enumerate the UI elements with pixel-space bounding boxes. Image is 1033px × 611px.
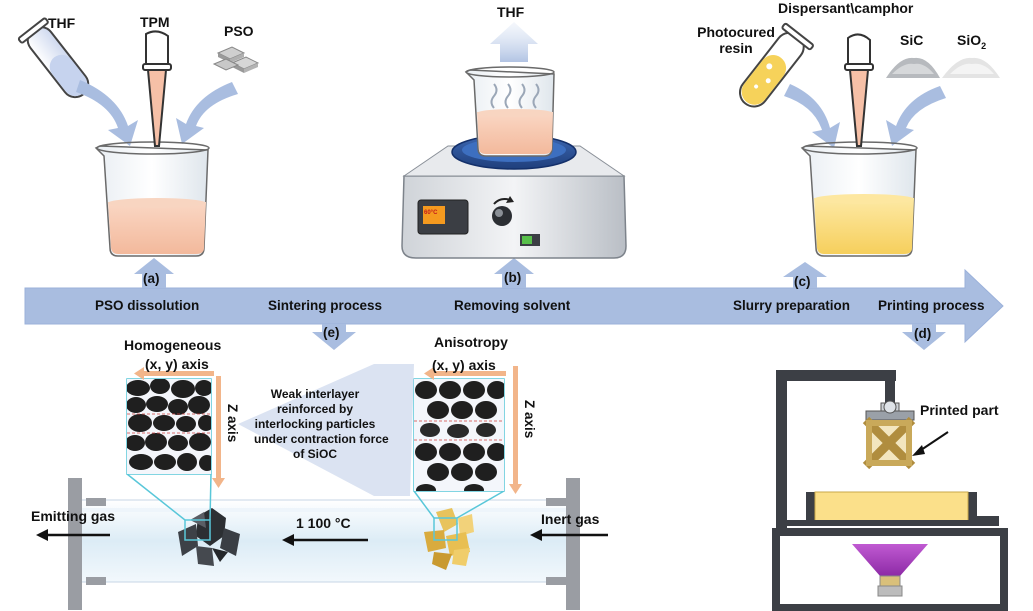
heater-display-text: 60°C [424, 210, 438, 216]
callout-shape [238, 364, 414, 496]
step-b-arrow [494, 258, 534, 288]
steam-lines [490, 83, 540, 109]
tpm-pipette [142, 30, 172, 147]
hot-plate-body [401, 175, 627, 259]
printed-part [862, 416, 916, 470]
printer-base [772, 528, 1008, 611]
callout-line-2: reinforced by [276, 402, 354, 416]
callout-line-4: under contraction force [254, 432, 389, 446]
resin-test-tube [738, 22, 814, 108]
dispersant-pipette [844, 33, 874, 147]
step-a-arrow [134, 258, 174, 288]
xy-axis-right-arrow [424, 367, 506, 380]
dispersant-label: Dispersant\camphor [778, 0, 914, 16]
sio2-subscript: 2 [981, 40, 987, 51]
uv-projector [852, 544, 928, 576]
step-c-arrow [783, 262, 827, 288]
tpm-label: TPM [140, 14, 170, 30]
flange-right [566, 478, 580, 610]
step-e-arrow [312, 324, 356, 350]
sic-label: SiC [900, 32, 924, 48]
callout-line-3: interlocking particles [254, 417, 376, 431]
xy-axis-left-arrow [134, 367, 214, 380]
thf-vapor-arrow [490, 22, 538, 62]
powder-flow-arrow [886, 86, 946, 146]
printer-column [776, 370, 787, 530]
homogeneous-label: Homogeneous [124, 337, 222, 353]
pso-flakes [212, 46, 260, 73]
resin-vat-left-wall [806, 492, 815, 522]
removing-solvent-label: Removing solvent [454, 298, 571, 313]
z-axis-left-arrow [212, 376, 225, 488]
sio2-text: SiO [957, 32, 982, 48]
printer-group [772, 370, 1008, 611]
anisotropy-label: Anisotropy [434, 334, 508, 350]
z-axis-right-label: Z axis [522, 400, 537, 439]
heater-knob [492, 206, 512, 226]
step-d-arrow [902, 324, 946, 350]
printer-arm [776, 370, 896, 381]
photocured-line1: Photocured [697, 24, 775, 40]
slurry-preparation-group [738, 22, 1000, 257]
beaker-a-liquid [108, 202, 206, 254]
thf-label: THF [48, 15, 76, 31]
temperature-label: 1 100 °C [296, 515, 351, 531]
emitting-gas-arrow [36, 529, 110, 541]
emitting-gas-label: Emitting gas [31, 508, 116, 524]
step-e-label: (e) [323, 325, 340, 340]
inert-gas-label: Inert gas [541, 511, 600, 527]
z-axis-left-label: Z axis [225, 404, 240, 443]
removing-solvent-group [401, 22, 627, 259]
step-b-label: (b) [504, 270, 522, 285]
step-c-label: (c) [794, 274, 811, 289]
z-axis-right-arrow [509, 366, 522, 494]
sio2-label: SiO2 [957, 32, 986, 51]
callout-line-5: of SiOC [293, 447, 337, 461]
callout-line-1: Weak interlayer [270, 387, 360, 401]
inert-gas-arrow [530, 529, 608, 541]
pso-dissolution-label: PSO dissolution [95, 298, 200, 313]
thf-vapor-label: THF [497, 4, 525, 20]
resin-vat-right-wall [968, 492, 977, 522]
anisotropy-microstructure [414, 379, 504, 491]
sintering-process-label: Sintering process [268, 298, 383, 313]
thf-flow-arrow [76, 80, 138, 146]
photocured-line2: resin [719, 40, 753, 56]
resin-flow-arrow [784, 84, 840, 148]
pso-flow-arrow [176, 82, 238, 144]
flange-left [68, 478, 82, 610]
xy-axis-right-label: (x, y) axis [432, 357, 496, 373]
step-d-label: (d) [914, 326, 932, 341]
step-a-label: (a) [143, 271, 160, 286]
printing-process-label: Printing process [878, 298, 985, 313]
sintering-group [36, 364, 608, 610]
homogeneous-microstructure [127, 379, 211, 474]
heater-display [423, 206, 445, 224]
pso-dissolution-group [17, 17, 260, 257]
temperature-arrow [282, 534, 368, 546]
callout-text: Weak interlayer reinforced by interlocki… [254, 387, 389, 462]
xy-axis-left-label: (x, y) axis [145, 356, 209, 372]
pso-label: PSO [224, 23, 254, 39]
resin-vat [814, 491, 969, 523]
green-part [424, 508, 474, 570]
process-arrow [24, 268, 1004, 344]
photocured-resin-label: Photocured resin [688, 24, 784, 56]
slurry-preparation-label: Slurry preparation [733, 298, 851, 313]
printed-part-label: Printed part [920, 402, 999, 418]
